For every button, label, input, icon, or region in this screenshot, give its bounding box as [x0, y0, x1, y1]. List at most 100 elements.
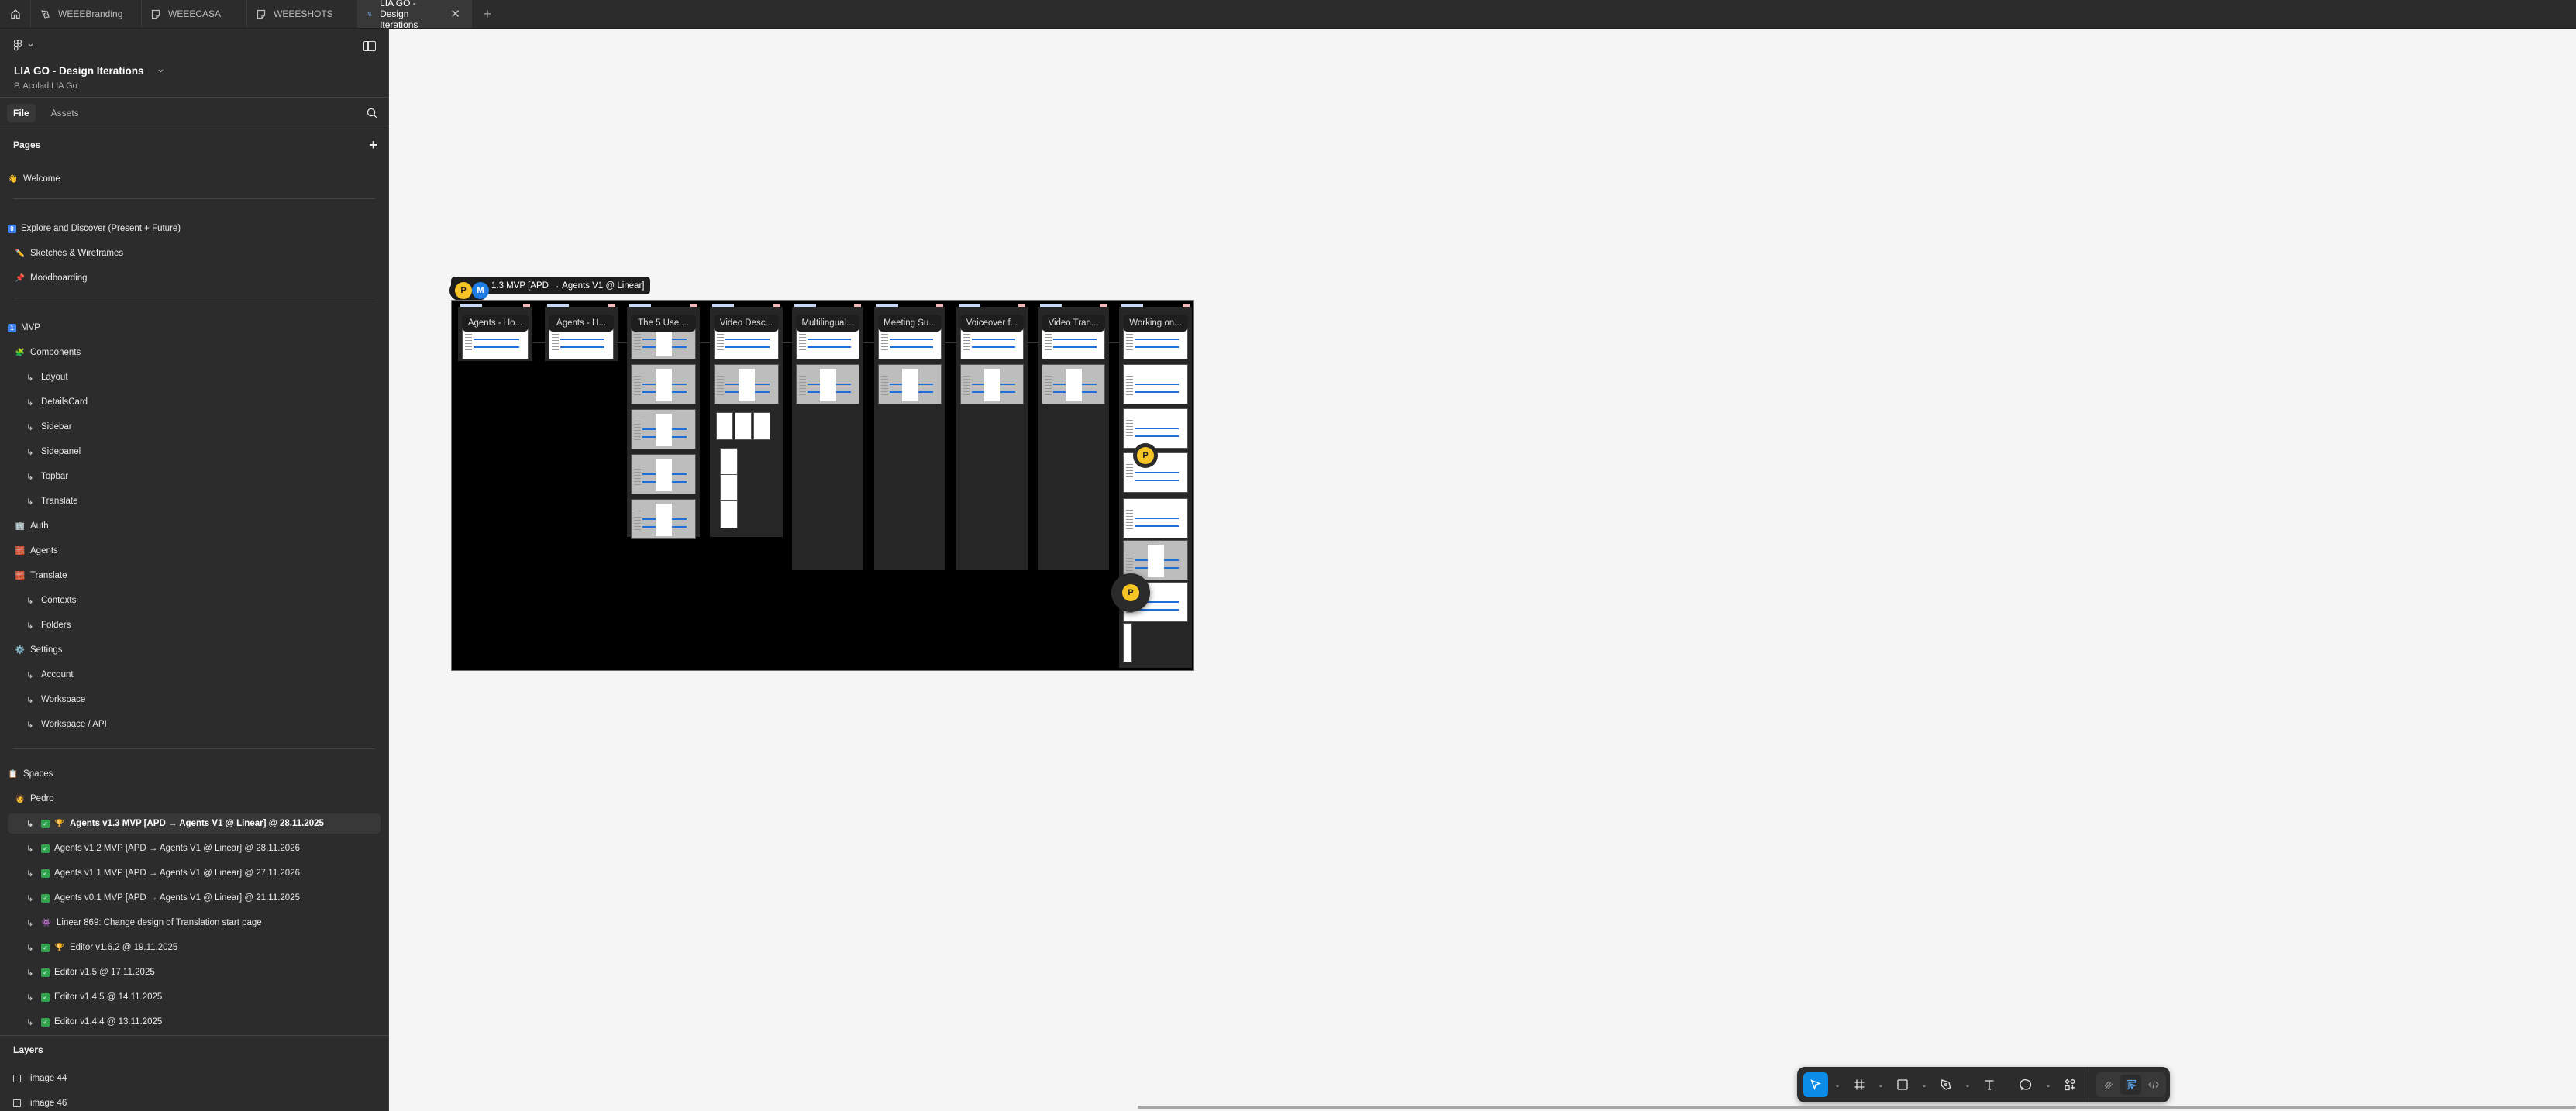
modal-thumbnail[interactable]: [720, 500, 738, 528]
screen-thumbnail[interactable]: [796, 364, 859, 404]
tab-lia-go-design-iterations[interactable]: LIA GO - Design Iterations ✕: [358, 0, 472, 30]
home-button[interactable]: [0, 0, 31, 28]
flow-column[interactable]: Working on...: [1119, 304, 1192, 668]
screen-thumbnail[interactable]: [631, 409, 696, 449]
tab-assets[interactable]: Assets: [50, 108, 79, 119]
page-item-sketches-wireframes[interactable]: ✏️Sketches & Wireframes: [8, 243, 381, 263]
page-item-agents-v1-2-mvp[interactable]: ↳✓Agents v1.2 MVP [APD → Agents V1 @ Lin…: [8, 838, 381, 858]
tab-file[interactable]: File: [7, 104, 36, 122]
page-item-layout[interactable]: ↳Layout: [8, 367, 381, 387]
tab-weeecasa[interactable]: WEEECASA: [142, 0, 247, 28]
page-item-workspace[interactable]: ↳Workspace: [8, 690, 381, 710]
page-item-contexts[interactable]: ↳Contexts: [8, 590, 381, 611]
add-page-button[interactable]: +: [369, 137, 377, 153]
chevron-down-icon[interactable]: ⌄: [1965, 1081, 1971, 1089]
flow-column[interactable]: Video Desc...: [710, 304, 783, 537]
flow-column[interactable]: The 5 Use ...: [627, 304, 700, 539]
close-tab-icon[interactable]: ✕: [450, 8, 460, 21]
search-icon[interactable]: [367, 108, 377, 119]
page-item-workspace-api[interactable]: ↳Workspace / API: [8, 714, 381, 734]
pen-tool-button[interactable]: [1934, 1072, 1958, 1097]
page-item-translate[interactable]: 🧱Translate: [8, 566, 381, 586]
flow-column[interactable]: Video Tran...: [1038, 304, 1109, 570]
screen-thumbnail[interactable]: [631, 364, 696, 404]
tab-weeebranding[interactable]: WEEEBranding: [31, 0, 142, 28]
page-item-agents-v1-1-mvp[interactable]: ↳✓Agents v1.1 MVP [APD → Agents V1 @ Lin…: [8, 863, 381, 883]
screen-thumbnail[interactable]: [1123, 498, 1188, 538]
avatar[interactable]: P: [455, 282, 472, 299]
flow-column[interactable]: Agents - H...: [545, 304, 618, 361]
screen-thumbnail[interactable]: [631, 499, 696, 539]
page-item-settings[interactable]: ⚙️Settings: [8, 640, 381, 660]
flow-column[interactable]: Meeting Su...: [874, 304, 945, 570]
page-item-topbar[interactable]: ↳Topbar: [8, 466, 381, 487]
modal-thumbnail[interactable]: [735, 412, 752, 440]
toggle-sidebar-icon[interactable]: [363, 41, 376, 51]
page-item-editor-v1-5[interactable]: ↳✓Editor v1.5 @ 17.11.2025: [8, 962, 381, 982]
chevron-down-icon[interactable]: ⌄: [2045, 1081, 2051, 1089]
layer-item[interactable]: image 44: [13, 1071, 67, 1086]
flow-column[interactable]: Agents - Ho...: [458, 304, 532, 361]
page-item-sidebar[interactable]: ↳Sidebar: [8, 417, 381, 437]
sub-page-arrow-icon: ↳: [26, 968, 34, 978]
screen-thumbnail[interactable]: [631, 454, 696, 494]
dev-mode-button[interactable]: [2143, 1075, 2164, 1095]
comment-tool-button[interactable]: [2014, 1072, 2039, 1097]
screen-thumbnail[interactable]: [1042, 364, 1105, 404]
page-item-spaces[interactable]: 📋Spaces: [8, 764, 381, 784]
modal-thumbnail[interactable]: [753, 412, 770, 440]
page-item-editor-v1-6-2[interactable]: ↳✓🏆Editor v1.6.2 @ 19.11.2025: [8, 937, 381, 958]
new-tab-button[interactable]: +: [483, 5, 492, 22]
page-item-auth[interactable]: 🏢Auth: [8, 516, 381, 536]
section-frame[interactable]: Agents - Ho... Agents - H... The 5 Use .…: [451, 300, 1194, 671]
screen-thumbnail[interactable]: [1123, 364, 1188, 404]
page-item-agents-v1-3-mvp[interactable]: ↳✓🏆Agents v1.3 MVP [APD → Agents V1 @ Li…: [8, 813, 381, 834]
horizontal-scrollbar[interactable]: [1138, 1106, 2576, 1109]
frame-tool-button[interactable]: [1847, 1072, 1872, 1097]
screen-thumbnail[interactable]: [960, 364, 1024, 404]
page-item-pedro[interactable]: 🧑Pedro: [8, 789, 381, 809]
chevron-down-icon[interactable]: ⌄: [1834, 1081, 1841, 1089]
draw-mode-button[interactable]: [2098, 1075, 2119, 1095]
screen-thumbnail[interactable]: [1123, 623, 1132, 662]
move-tool-button[interactable]: [1803, 1072, 1828, 1097]
shape-tool-button[interactable]: [1890, 1072, 1915, 1097]
flow-column[interactable]: Voiceover f...: [956, 304, 1028, 570]
screen-thumbnail[interactable]: [878, 364, 942, 404]
page-item-moodboarding[interactable]: 📌Moodboarding: [8, 268, 381, 288]
text-tool-button[interactable]: [1977, 1072, 2002, 1097]
page-item-editor-v1-4-4[interactable]: ↳✓Editor v1.4.4 @ 13.11.2025: [8, 1012, 381, 1032]
screen-thumbnail[interactable]: [714, 364, 779, 404]
layer-item[interactable]: image 46: [13, 1096, 67, 1111]
flow-column[interactable]: Multilingual...: [792, 304, 863, 570]
page-item-components[interactable]: 🧩Components: [8, 342, 381, 363]
divider[interactable]: [0, 1035, 388, 1036]
file-name[interactable]: LIA GO - Design Iterations: [14, 65, 164, 77]
page-item-folders[interactable]: ↳Folders: [8, 615, 381, 635]
avatar[interactable]: M: [472, 282, 489, 299]
modal-thumbnail[interactable]: [716, 412, 733, 440]
design-mode-button[interactable]: [2120, 1075, 2141, 1095]
modal-thumbnail[interactable]: [720, 474, 738, 500]
screen-thumbnail[interactable]: [1123, 408, 1188, 449]
chevron-down-icon[interactable]: ⌄: [1878, 1081, 1884, 1089]
page-item-agents-v0-1-mvp[interactable]: ↳✓Agents v0.1 MVP [APD → Agents V1 @ Lin…: [8, 888, 381, 908]
actions-button[interactable]: [2058, 1072, 2082, 1097]
page-item-detailscard[interactable]: ↳DetailsCard: [8, 392, 381, 412]
project-name[interactable]: P. Acolad LIA Go: [14, 81, 77, 91]
page-item-components-translate[interactable]: ↳Translate: [8, 491, 381, 511]
page-item-sidepanel[interactable]: ↳Sidepanel: [8, 442, 381, 462]
modal-thumbnail[interactable]: [720, 448, 738, 476]
design-canvas[interactable]: 1.3 MVP [APD → Agents V1 @ Linear] P M A…: [389, 29, 2576, 1111]
frame-name-label[interactable]: 1.3 MVP [APD → Agents V1 @ Linear]: [451, 277, 651, 294]
tab-weeeshots[interactable]: WEEESHOTS: [247, 0, 358, 28]
page-item-agents[interactable]: 🧱Agents: [8, 541, 381, 561]
chevron-down-icon[interactable]: ⌄: [1921, 1081, 1927, 1089]
page-item-linear-869[interactable]: ↳👾Linear 869: Change design of Translati…: [8, 913, 381, 933]
page-item-editor-v1-4-5[interactable]: ↳✓Editor v1.4.5 @ 14.11.2025: [8, 987, 381, 1007]
page-item-welcome[interactable]: 👋Welcome: [8, 169, 381, 189]
page-item-account[interactable]: ↳Account: [8, 665, 381, 685]
main-menu-button[interactable]: [14, 40, 33, 51]
